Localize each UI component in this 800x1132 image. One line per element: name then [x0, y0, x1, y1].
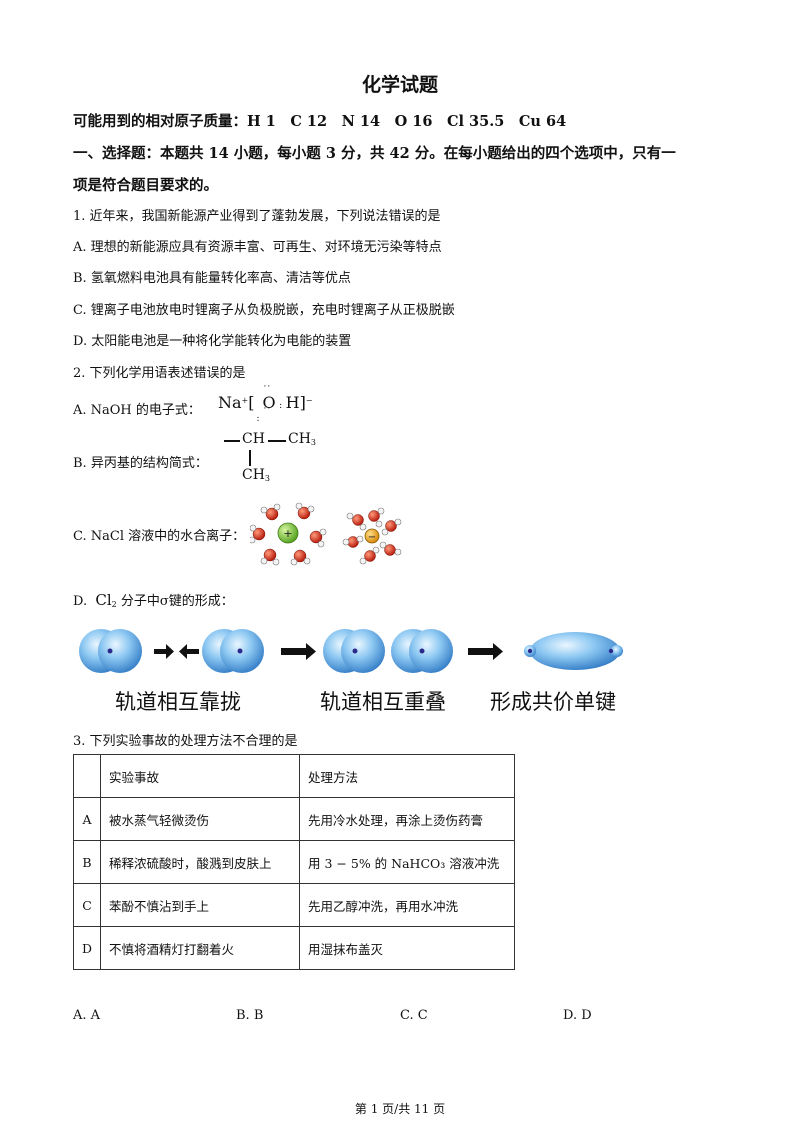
table-cell: 稀释浓硫酸时，酸溅到皮肤上: [100, 840, 301, 884]
ch3-right: CH3: [288, 431, 317, 447]
bond-right: [268, 440, 286, 442]
bond-left: [224, 440, 240, 442]
q2-option-c-label: C. NaCl 溶液中的水合离子：: [73, 529, 246, 544]
q2-stem: 2. 下列化学用语表述错误的是: [73, 366, 246, 381]
table-cell: D: [72, 926, 102, 970]
anion-charge: −: [305, 396, 313, 405]
na-symbol: Na: [218, 393, 242, 412]
arrow-1: [281, 643, 316, 660]
sigma-bond-diagram: [79, 629, 623, 673]
table-header-cell: [72, 754, 102, 798]
table-header-row: 实验事故 处理方法: [72, 754, 516, 798]
q3-option-d: D. D: [563, 1008, 592, 1023]
table-cell: 用 3 − 5% 的 NaHCO₃ 溶液冲洗: [299, 840, 516, 884]
atomic-masses: 可能用到的相对原子质量：H 1 C 12 N 14 O 16 Cl 35.5 C…: [73, 113, 567, 130]
table-header-cell: 处理方法: [299, 754, 516, 798]
sigma-bond-formed: [524, 632, 623, 670]
ch3-bottom: CH3: [242, 467, 271, 483]
q1-option-c: C. 锂离子电池放电时锂离子从负极脱嵌，充电时锂离子从正极脱嵌: [73, 303, 455, 318]
svg-text:−: −: [368, 532, 376, 543]
naoh-electron-formula: Na+[:O····:H]−: [218, 382, 313, 424]
q1-stem: 1. 近年来，我国新能源产业得到了蓬勃发展，下列说法错误的是: [73, 209, 441, 224]
isopropyl-structure: CH CH3 CH3: [224, 430, 334, 490]
q2-option-a-label: A. NaOH 的电子式：: [73, 403, 201, 418]
q3-stem: 3. 下列实验事故的处理方法不合理的是: [73, 734, 298, 749]
bracket-open: [: [248, 393, 255, 412]
q1-option-d: D. 太阳能电池是一种将化学能转化为电能的装置: [73, 334, 352, 349]
caption-bond: 形成共价单键: [490, 690, 616, 714]
bond-down: [249, 450, 251, 466]
bracket-close: ]: [299, 393, 306, 412]
orbitals-approach: [79, 629, 264, 673]
table-row: C 苯酚不慎沾到手上 先用乙醇冲洗，再用水冲洗: [72, 883, 516, 927]
table-cell: 先用乙醇冲洗，再用水冲洗: [299, 883, 516, 927]
electron-pair-right: :: [279, 401, 283, 411]
arrow-2: [468, 643, 503, 660]
q1-option-a: A. 理想的新能源应具有资源丰富、可再生、对环境无污染等特点: [73, 240, 442, 255]
table-row: B 稀释浓硫酸时，酸溅到皮肤上 用 3 − 5% 的 NaHCO₃ 溶液冲洗: [72, 840, 516, 884]
table-cell: A: [72, 797, 102, 841]
q1-option-b: B. 氢氧燃料电池具有能量转化率高、清洁等优点: [73, 271, 351, 286]
ch-group: CH: [242, 431, 265, 447]
table-cell: C: [72, 883, 102, 927]
section-heading-line2: 项是符合题目要求的。: [73, 177, 218, 194]
page-footer: 第 1 页/共 11 页: [354, 1102, 446, 1116]
table-row: D 不慎将酒精灯打翻着火 用湿抹布盖灭: [72, 926, 516, 970]
table-cell: 用湿抹布盖灭: [299, 926, 516, 970]
q3-option-c: C. C: [400, 1008, 428, 1023]
oxygen-symbol: O····: [262, 382, 276, 414]
caption-approach: 轨道相互靠拢: [115, 690, 241, 714]
q3-table: 实验事故 处理方法 A 被水蒸气轻微烫伤 先用冷水处理，再涂上烫伤药膏 B 稀释…: [72, 754, 516, 970]
table-cell: 先用冷水处理，再涂上烫伤药膏: [299, 797, 516, 841]
q3-option-a: A. A: [73, 1008, 101, 1023]
chloride-hydrate: −: [342, 507, 402, 565]
page-title: 化学试题: [361, 74, 438, 96]
q2-option-d-label: D. Cl2 分子中σ键的形成：: [73, 591, 234, 609]
table-row: A 被水蒸气轻微烫伤 先用冷水处理，再涂上烫伤药膏: [72, 797, 516, 841]
caption-overlap: 轨道相互重叠: [320, 690, 446, 714]
q3-option-b: B. B: [236, 1008, 264, 1023]
table-cell: B: [72, 840, 102, 884]
table-cell: 被水蒸气轻微烫伤: [100, 797, 301, 841]
table-cell: 苯酚不慎沾到手上: [100, 883, 301, 927]
sodium-hydrate: +: [250, 502, 327, 566]
table-cell: 不慎将酒精灯打翻着火: [100, 926, 301, 970]
hydrated-ions-diagram: + −: [250, 502, 402, 566]
na-charge: +: [241, 396, 249, 405]
hydrogen-symbol: H: [285, 393, 300, 412]
orbitals-overlap: [323, 629, 453, 673]
table-header-cell: 实验事故: [100, 754, 301, 798]
section-heading-line1: 一、选择题：本题共 14 小题，每小题 3 分，共 42 分。在每小题给出的四个…: [73, 145, 676, 162]
approach-arrows: [154, 644, 199, 659]
svg-text:+: +: [283, 527, 292, 540]
q2-option-b-label: B. 异丙基的结构简式：: [73, 456, 208, 471]
